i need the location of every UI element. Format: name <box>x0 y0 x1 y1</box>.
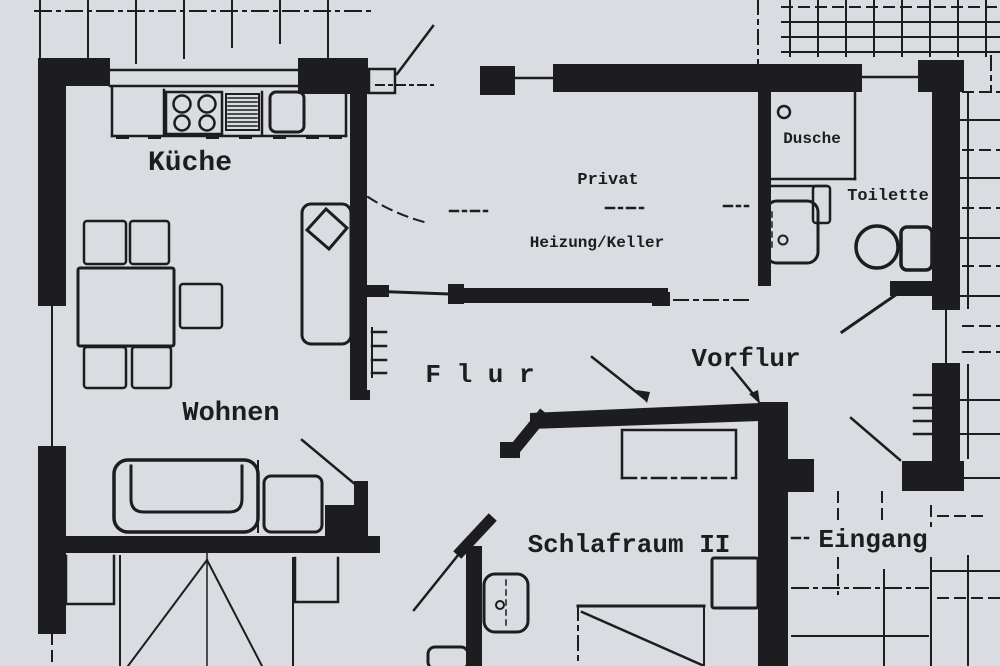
label-flur: F l u r <box>425 360 534 390</box>
label-dusche: Dusche <box>783 130 841 148</box>
label-schlafraum2: Schlafraum II <box>528 530 731 560</box>
shower-drain-icon <box>776 104 792 120</box>
radiator-vorflur-icon <box>912 393 934 436</box>
label-kueche: Küche <box>148 148 232 179</box>
entry-paving-grid <box>790 491 1000 666</box>
room-labels: Küche Privat Heizung/Keller Dusche Toile… <box>148 130 929 560</box>
stove-icon <box>164 90 224 136</box>
terrace-grid-top-left <box>34 0 373 64</box>
drainer-icon <box>225 93 260 131</box>
label-privat: Privat <box>577 171 638 190</box>
sideboard-icon <box>300 202 353 346</box>
armchair-icon <box>262 474 324 534</box>
label-vorflur: Vorflur <box>691 344 800 374</box>
tile-grid-top-right <box>757 0 1000 93</box>
radiator-flur-icon <box>370 327 388 378</box>
label-wohnen: Wohnen <box>182 399 279 429</box>
bed-icon <box>576 604 706 666</box>
leader-lines <box>300 24 902 612</box>
privat-dash-lines <box>366 195 750 225</box>
label-eingang: Eingang <box>818 525 927 555</box>
sofa-icon <box>112 458 260 534</box>
sink-icon <box>268 90 306 134</box>
kitchen-counter <box>110 86 348 139</box>
washbasin-icon <box>764 184 832 265</box>
toilet-icon <box>854 224 934 272</box>
furniture-partial-bottom <box>426 645 470 666</box>
kitchen-door-leaf <box>367 67 397 95</box>
label-heizung: Heizung/Keller <box>530 234 664 252</box>
walls <box>38 58 964 666</box>
washbasin2-icon <box>482 572 530 634</box>
terrace-window <box>64 551 340 666</box>
toilette-door-swing <box>839 291 900 335</box>
label-toilette: Toilette <box>847 187 929 206</box>
nightstand-icon <box>710 556 760 610</box>
dining-set-icon <box>76 219 224 390</box>
thin-walls-windows <box>51 68 947 666</box>
wardrobe-icon <box>620 428 738 480</box>
